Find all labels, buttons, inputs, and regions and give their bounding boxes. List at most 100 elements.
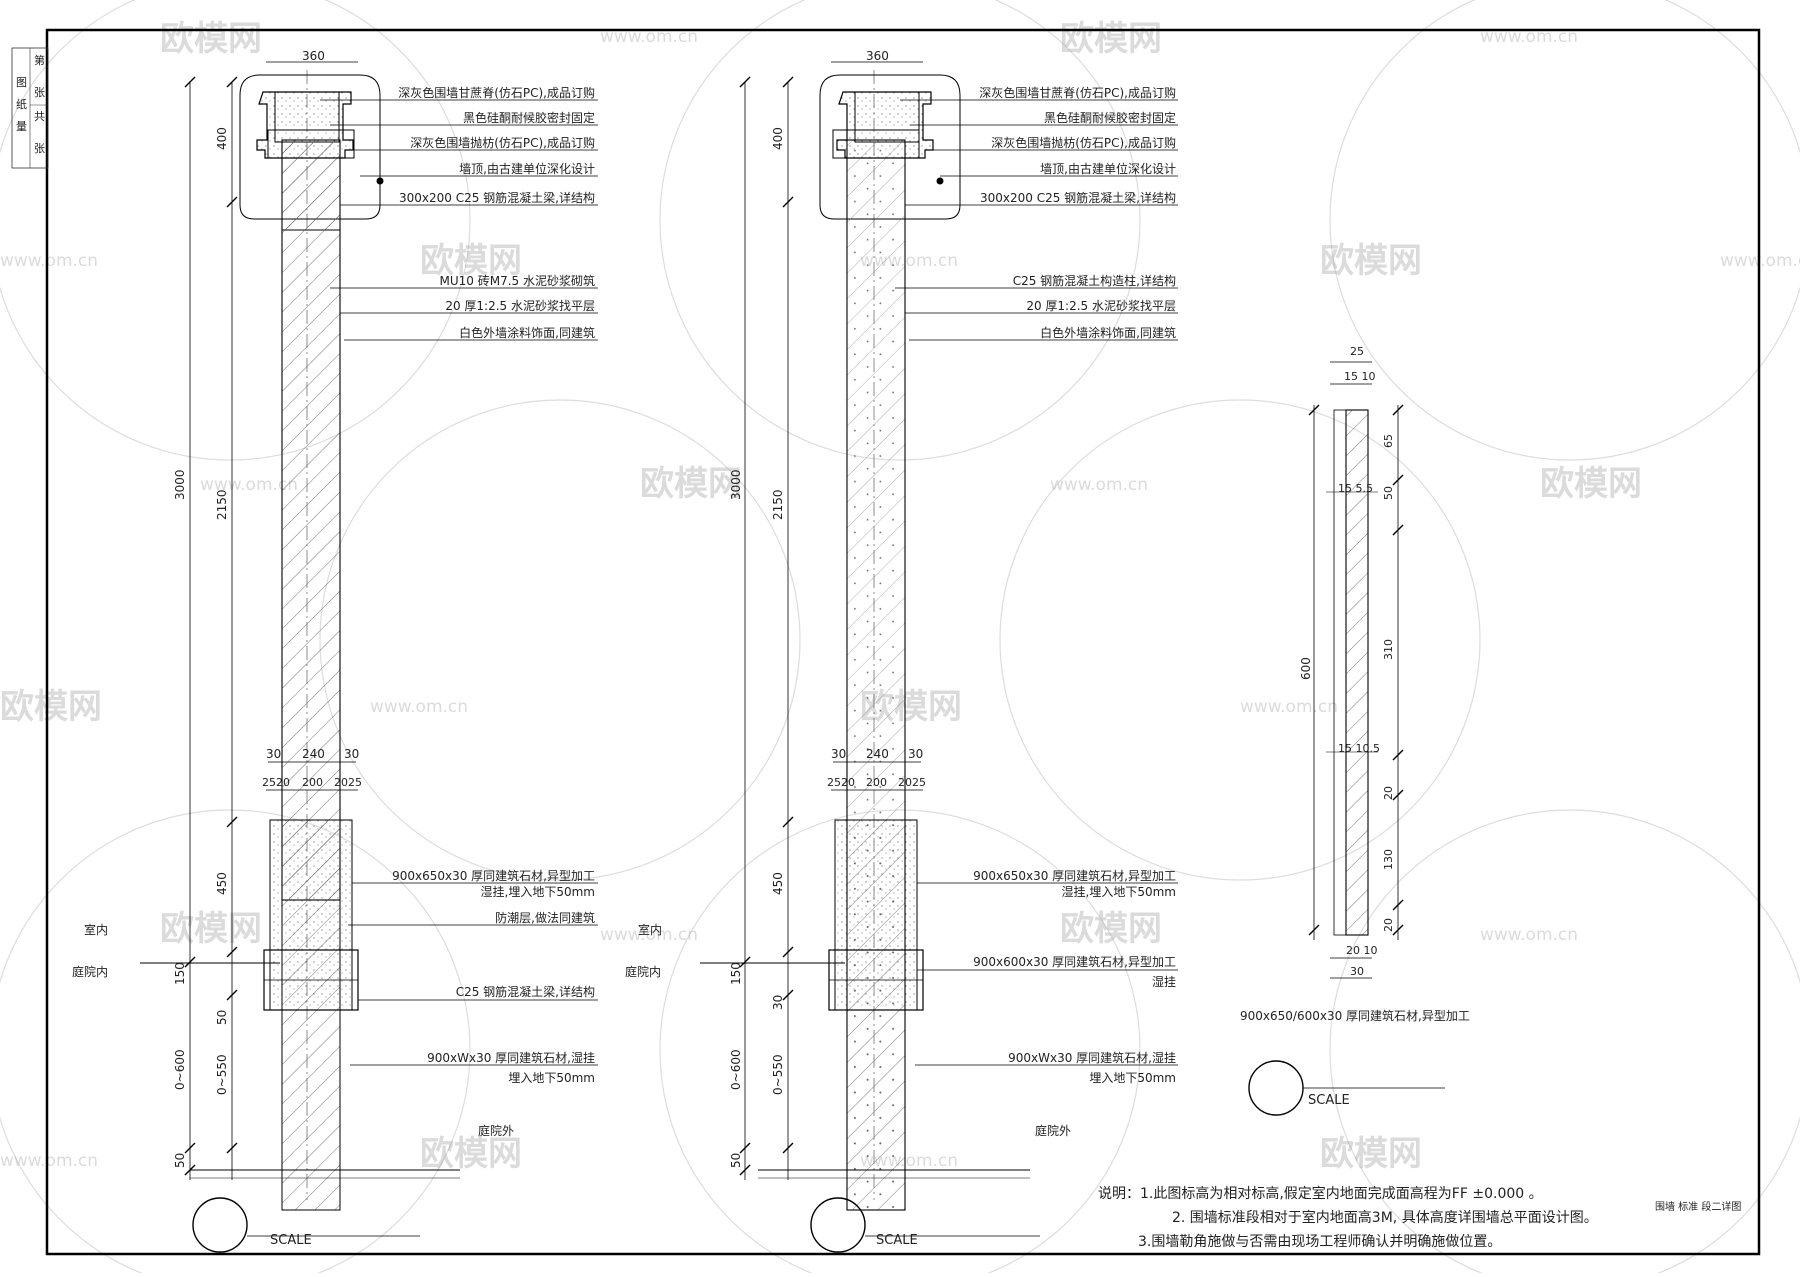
svg-text:深灰色围墙抛枋(仿石PC),成品订购: 深灰色围墙抛枋(仿石PC),成品订购 <box>410 135 595 150</box>
note-line-2: 2. 围墙标准段相对于室内地面高3M, 具体高度详围墙总平面设计图。 <box>1172 1209 1598 1226</box>
svg-text:25: 25 <box>348 776 362 789</box>
svg-text:墙顶,由古建单位深化设计: 墙顶,由古建单位深化设计 <box>1040 161 1176 176</box>
svg-text:第: 第 <box>34 53 45 67</box>
svg-text:白色外墙涂料饰面,同建筑: 白色外墙涂料饰面,同建筑 <box>1040 325 1176 340</box>
svg-text:50: 50 <box>173 1153 187 1168</box>
note-line-1: 说明：1.此图标高为相对标高,假定室内地面完成面高程为FF ±0.000 。 <box>1098 1185 1543 1202</box>
svg-text:SCALE: SCALE <box>1308 1093 1350 1108</box>
watermark-logo: 欧模网 <box>1320 1134 1422 1174</box>
svg-text:900xWx30 厚同建筑石材,湿挂: 900xWx30 厚同建筑石材,湿挂 <box>1008 1050 1176 1065</box>
svg-text:纸: 纸 <box>16 98 27 111</box>
svg-text:30: 30 <box>831 747 846 761</box>
svg-text:15 10: 15 10 <box>1344 370 1376 383</box>
svg-text:65: 65 <box>1382 434 1395 448</box>
scale-circle <box>1248 1060 1304 1116</box>
svg-text:15 10.5: 15 10.5 <box>1338 742 1380 755</box>
svg-text:庭院内: 庭院内 <box>72 964 108 979</box>
section-a <box>140 61 598 1253</box>
watermarks: 欧模网 欧模网 欧模网 欧模网 欧模网 欧模网 欧模网 欧模网 欧模网 欧模网 … <box>0 19 1642 1174</box>
svg-text:黑色硅酮耐候胶密封固定: 黑色硅酮耐候胶密封固定 <box>463 110 595 125</box>
watermark-url: www.om.cn <box>600 925 698 945</box>
svg-text:3000: 3000 <box>729 469 743 500</box>
svg-text:庭院内: 庭院内 <box>625 964 661 979</box>
svg-text:湿挂,埋入地下50mm: 湿挂,埋入地下50mm <box>1062 884 1176 899</box>
svg-text:0~600: 0~600 <box>729 1049 743 1090</box>
svg-text:张: 张 <box>34 86 45 99</box>
svg-text:湿挂,埋入地下50mm: 湿挂,埋入地下50mm <box>481 884 595 899</box>
svg-text:2150: 2150 <box>215 489 229 520</box>
watermark-logo: 欧模网 <box>160 19 262 59</box>
svg-text:900x650x30 厚同建筑石材,异型加工: 900x650x30 厚同建筑石材,异型加工 <box>973 868 1176 883</box>
brick-wall <box>281 139 341 901</box>
watermark-url: www.om.cn <box>0 251 98 271</box>
svg-text:30: 30 <box>266 747 281 761</box>
svg-text:50: 50 <box>729 1153 743 1168</box>
svg-text:张: 张 <box>34 142 45 155</box>
svg-text:20 10: 20 10 <box>1346 944 1378 957</box>
svg-text:600: 600 <box>1299 657 1313 680</box>
svg-text:30: 30 <box>344 747 359 761</box>
svg-text:埋入地下50mm: 埋入地下50mm <box>1089 1071 1176 1085</box>
svg-text:360: 360 <box>302 49 325 63</box>
svg-text:200: 200 <box>302 776 323 789</box>
note-line-3: 3.围墙勒角施做与否需由现场工程师确认并明确施做位置。 <box>1138 1234 1501 1250</box>
svg-text:SCALE: SCALE <box>876 1233 918 1248</box>
svg-text:湿挂: 湿挂 <box>1152 974 1176 989</box>
watermark-url: www.om.cn <box>200 475 298 495</box>
svg-text:30: 30 <box>908 747 923 761</box>
watermark-logo: 欧模网 <box>1060 909 1162 949</box>
svg-text:2150: 2150 <box>771 489 785 520</box>
watermark-logo: 欧模网 <box>420 1134 522 1174</box>
svg-text:庭院外: 庭院外 <box>1035 1123 1071 1138</box>
svg-text:200: 200 <box>866 776 887 789</box>
svg-text:240: 240 <box>302 747 325 761</box>
svg-text:0~550: 0~550 <box>215 1054 229 1095</box>
detail-c-text: 25 15 10 600 65 15 5.5 50 310 15 10.5 20… <box>1240 345 1470 1108</box>
sheet-border <box>45 28 1761 1256</box>
svg-text:20: 20 <box>898 776 912 789</box>
svg-text:埋入地下50mm: 埋入地下50mm <box>508 1071 595 1085</box>
svg-text:900x600x30 厚同建筑石材,异型加工: 900x600x30 厚同建筑石材,异型加工 <box>973 954 1176 969</box>
svg-text:130: 130 <box>1382 849 1395 870</box>
svg-text:防潮层,做法同建筑: 防潮层,做法同建筑 <box>495 910 595 925</box>
watermark-logo: 欧模网 <box>1540 464 1642 504</box>
scale-circle <box>192 1197 248 1253</box>
svg-text:共: 共 <box>34 110 45 123</box>
svg-text:C25 钢筋混凝土构造柱,详结构: C25 钢筋混凝土构造柱,详结构 <box>1013 273 1176 288</box>
watermark-url: www.om.cn <box>1240 697 1338 717</box>
svg-text:20: 20 <box>1382 786 1395 800</box>
svg-text:图: 图 <box>16 76 27 89</box>
svg-text:黑色硅酮耐候胶密封固定: 黑色硅酮耐候胶密封固定 <box>1044 110 1176 125</box>
svg-text:3000: 3000 <box>173 469 187 500</box>
svg-text:25: 25 <box>1350 345 1364 358</box>
watermark-logo: 欧模网 <box>640 464 742 504</box>
scale-circle <box>810 1197 866 1253</box>
watermark-logo: 欧模网 <box>1060 19 1162 59</box>
svg-text:400: 400 <box>771 127 785 150</box>
svg-text:15 5.5: 15 5.5 <box>1338 482 1373 495</box>
svg-text:30: 30 <box>1350 965 1364 978</box>
svg-text:50: 50 <box>1382 486 1395 500</box>
section-a-text: 360 400 2150 3000 450 150 50 0~600 0~550… <box>72 49 595 1248</box>
svg-text:20 厚1:2.5 水泥砂浆找平层: 20 厚1:2.5 水泥砂浆找平层 <box>445 298 595 313</box>
svg-text:240: 240 <box>866 747 889 761</box>
watermark-logo: 欧模网 <box>1320 241 1422 281</box>
svg-text:0~550: 0~550 <box>771 1054 785 1095</box>
svg-text:C25 钢筋混凝土梁,详结构: C25 钢筋混凝土梁,详结构 <box>456 984 595 999</box>
watermark-url: www.om.cn <box>600 27 698 47</box>
section-b <box>700 61 1178 1253</box>
svg-text:深灰色围墙抛枋(仿石PC),成品订购: 深灰色围墙抛枋(仿石PC),成品订购 <box>991 135 1176 150</box>
svg-text:量: 量 <box>16 120 27 133</box>
svg-text:30: 30 <box>771 995 785 1010</box>
svg-text:300x200 C25 钢筋混凝土梁,详结构: 300x200 C25 钢筋混凝土梁,详结构 <box>399 190 595 205</box>
watermark-logo: 欧模网 <box>420 241 522 281</box>
svg-text:50: 50 <box>215 1010 229 1025</box>
svg-text:150: 150 <box>729 962 743 985</box>
watermark-logo: 欧模网 <box>0 687 102 727</box>
svg-text:25: 25 <box>827 776 841 789</box>
general-notes: 说明：1.此图标高为相对标高,假定室内地面完成面高程为FF ±0.000 。 2… <box>1098 1185 1741 1250</box>
svg-text:庭院外: 庭院外 <box>478 1123 514 1138</box>
svg-text:20: 20 <box>1382 918 1395 932</box>
